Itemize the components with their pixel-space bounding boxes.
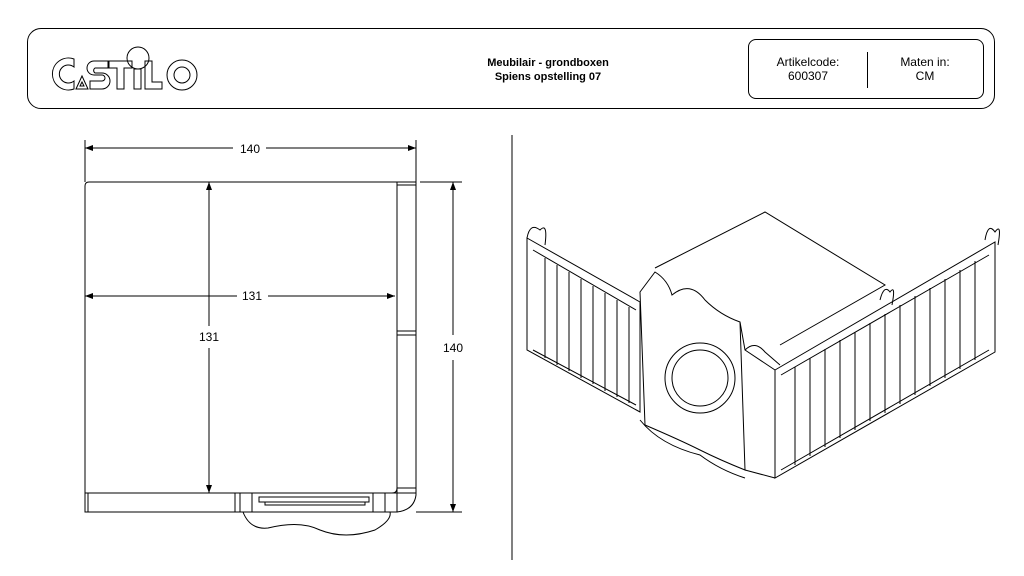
- castilo-logo: [52, 46, 198, 91]
- door-panel-iso: [639, 271, 746, 471]
- door-swing-curve: [242, 511, 391, 536]
- units-label: Maten in:: [900, 55, 950, 69]
- bottom-wall: [84, 492, 236, 513]
- dim-inner-vertical-131: 131: [199, 330, 219, 344]
- dim-inner-horizontal-131: 131: [242, 289, 262, 303]
- isometric-view: [526, 211, 1000, 479]
- drawing-title: Meubilair - grondboxen Spiens opstelling…: [423, 56, 673, 84]
- plan-view: [84, 140, 462, 536]
- dim-right-140: 140: [443, 341, 463, 355]
- article-code-label: Artikelcode:: [776, 55, 840, 69]
- divider: [867, 52, 868, 88]
- floor-top: [654, 211, 886, 346]
- info-box: Artikelcode: 600307 Maten in: CM: [748, 39, 984, 99]
- title-block: Meubilair - grondboxen Spiens opstelling…: [27, 28, 995, 109]
- title-line-2: Spiens opstelling 07: [494, 71, 602, 83]
- dim-top-140: 140: [240, 142, 260, 156]
- left-fence: [526, 237, 641, 413]
- door-panel: [234, 492, 398, 513]
- right-fence: [774, 241, 996, 479]
- article-code-cell: Artikelcode: 600307: [749, 55, 867, 83]
- right-wall: [396, 181, 417, 494]
- porthole: [664, 342, 736, 414]
- article-code-value: 600307: [787, 69, 829, 83]
- title-line-1: Meubilair - grondboxen: [487, 57, 609, 69]
- floor-outline: [84, 181, 398, 494]
- units-cell: Maten in: CM: [867, 55, 983, 83]
- units-value: CM: [915, 69, 935, 83]
